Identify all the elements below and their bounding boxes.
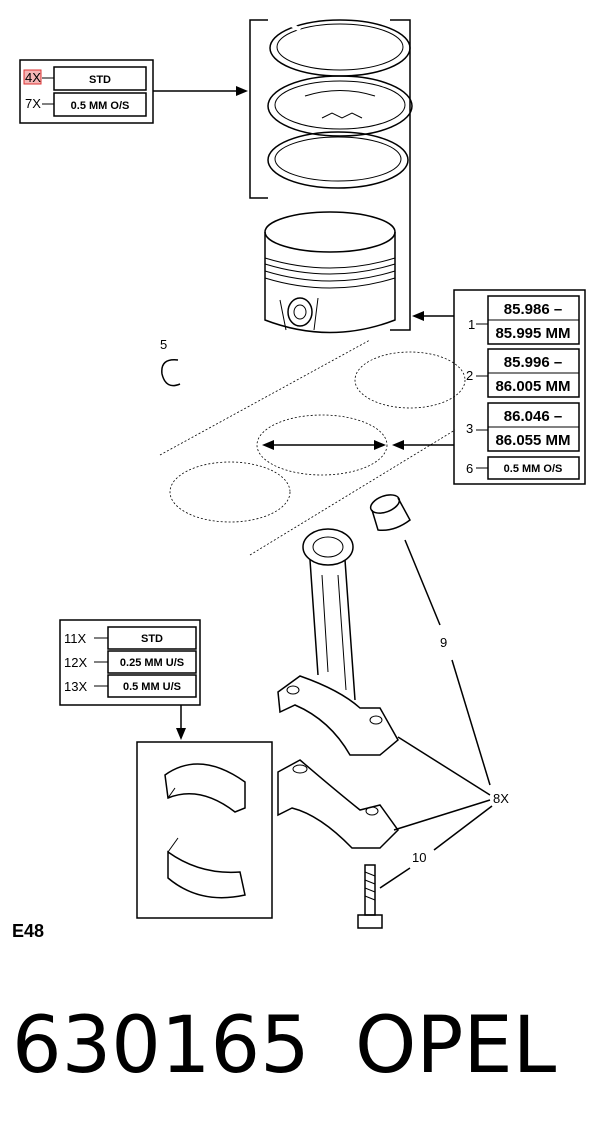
diagram-code: E48 (12, 921, 44, 941)
size-3-line2: 86.055 MM (495, 432, 570, 449)
label-circlip: 5 (160, 337, 167, 352)
bearing-qty-12: 12X (64, 655, 87, 670)
rings-label-std: STD (89, 74, 111, 86)
label-rod-set: 8X (493, 791, 509, 806)
bearing-qty-13: 13X (64, 679, 87, 694)
size-2-line2: 86.005 MM (495, 378, 570, 395)
piston (264, 211, 396, 334)
bearing-shells (136, 741, 273, 919)
piston-bracket (390, 19, 411, 331)
piston-size-frame (453, 289, 586, 485)
rings-std-box (53, 66, 147, 91)
rings-callout: 4X STD 7X 0.5 MM O/S (19, 59, 248, 124)
rings-qty-std: 4X (25, 70, 41, 85)
size-2-line1: 85.996 – (504, 354, 562, 371)
bearings-callout: 11X STD 12X 0.25 MM U/S 13X 0.5 MM U/S (59, 619, 201, 740)
bearing-label-13: 0.5 MM U/S (123, 681, 181, 693)
bearing-shells-frame (136, 741, 273, 919)
size-num-6: 6 (466, 461, 473, 476)
connecting-rod (277, 528, 399, 756)
rings-os-box (53, 92, 147, 117)
size-num-3: 3 (466, 421, 473, 436)
rings-label-os: 0.5 MM O/S (71, 100, 130, 112)
size-1-line2: 85.995 MM (495, 325, 570, 342)
size-6-line1: 0.5 MM O/S (504, 463, 563, 475)
label-bolt: 10 (412, 850, 426, 865)
rod-bolt: 10 (357, 805, 493, 929)
footer-part-number: 630165 (12, 1001, 310, 1091)
piston-size-table: 1 85.986 – 85.995 MM 2 85.996 – 86.005 M… (453, 289, 586, 485)
rings-bracket (249, 19, 268, 199)
bearing-label-12: 0.25 MM U/S (120, 657, 184, 669)
rings-qty-os: 7X (25, 96, 41, 111)
bushing: 9 (369, 494, 491, 786)
rod-cap: 8X (277, 736, 509, 849)
circlip: 5 (160, 337, 181, 387)
bearing-qty-11: 11X (64, 631, 86, 646)
size-3-line1: 86.046 – (504, 408, 562, 425)
bearings-callout-frame (59, 619, 201, 706)
highlight-marker (23, 69, 42, 85)
size-1-line1: 85.986 – (504, 301, 562, 318)
piston-rings (267, 19, 413, 189)
size-num-2: 2 (466, 368, 473, 383)
bearing-label-11: STD (141, 633, 163, 645)
size-num-1: 1 (468, 317, 475, 332)
footer-brand: OPEL (355, 1001, 557, 1091)
label-bushing: 9 (440, 635, 447, 650)
cylinder-block (159, 339, 466, 556)
